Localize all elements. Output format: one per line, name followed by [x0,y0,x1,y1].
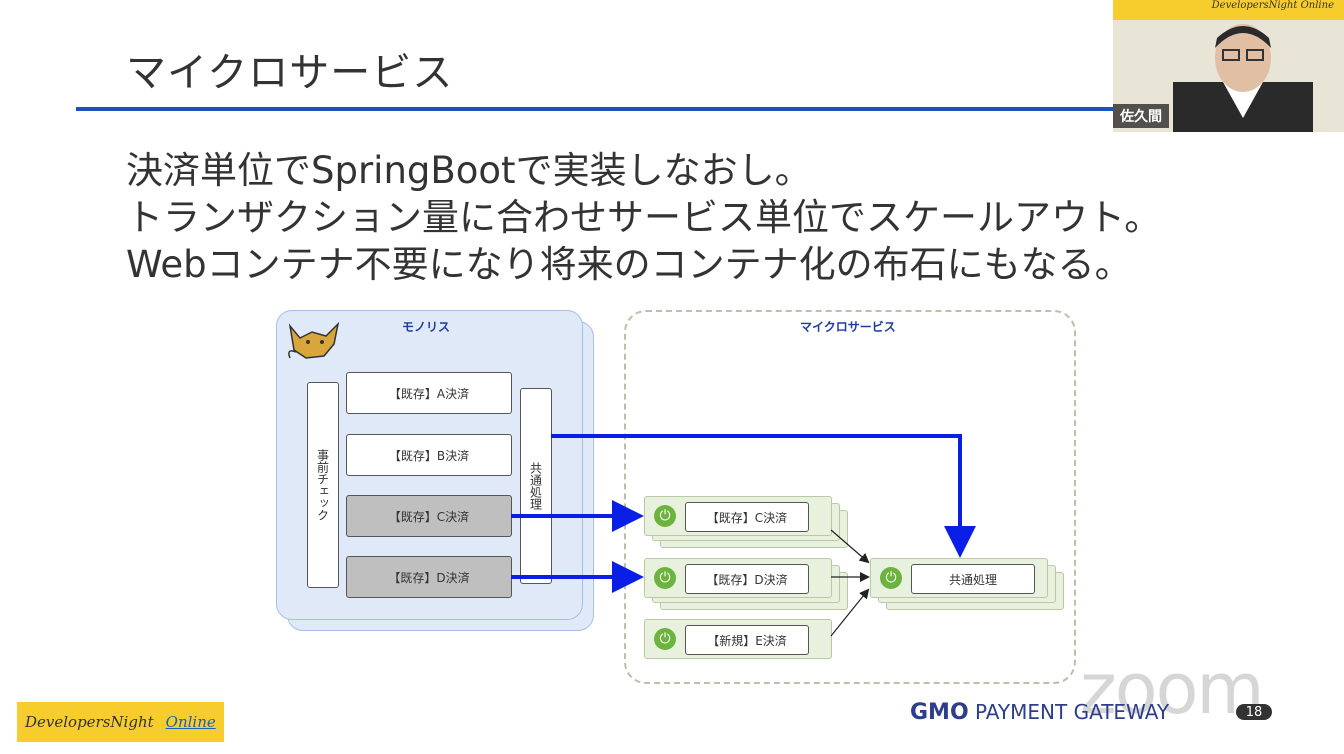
bullet-line-1: 決済単位でSpringBootで実装しなおし。 [126,149,812,192]
bullet-line-3: Webコンテナ不要になり将来のコンテナ化の布石にもなる。 [126,243,1132,286]
company-logo: GMO PAYMENT GATEWAY [910,700,1169,725]
service-c: ⏻ 【既存】C決済 [644,496,832,536]
spring-power-icon: ⏻ [654,505,676,527]
spring-power-icon: ⏻ [880,567,902,589]
video-banner: DevelopersNight Online [1113,0,1344,20]
event-online: Online [165,713,216,731]
zoom-watermark: zoom [1080,648,1265,730]
precheck-bar: 事前チェック [307,382,339,588]
payment-box-a: 【既存】A決済 [346,372,512,414]
speaker-video[interactable]: DevelopersNight Online 佐久間 [1113,0,1344,132]
speaker-avatar [1173,24,1313,132]
event-logo: DevelopersNight Online [17,702,224,742]
payment-box-d: 【既存】D決済 [346,556,512,598]
service-e-label: 【新規】E決済 [685,625,809,655]
service-c-label: 【既存】C決済 [685,502,809,532]
service-e: ⏻ 【新規】E決済 [644,619,832,659]
common-service-label: 共通処理 [911,564,1035,594]
speaker-name: 佐久間 [1113,104,1169,128]
microservices-label: マイクロサービス [800,320,896,334]
page-number: 18 [1236,704,1272,720]
title-underline [76,107,1116,111]
payment-box-b: 【既存】B決済 [346,434,512,476]
arrow-service-e-to-common [830,588,870,637]
monolith-label: モノリス [402,320,451,334]
common-service: ⏻ 共通処理 [870,558,1048,598]
tomcat-icon [288,321,340,359]
spring-power-icon: ⏻ [654,628,676,650]
service-d-label: 【既存】D決済 [685,564,809,594]
arrow-common-to-common-service [551,434,976,558]
spring-power-icon: ⏻ [654,567,676,589]
service-d: ⏻ 【既存】D決済 [644,558,832,598]
bullet-line-2: トランザクション量に合わせサービス単位でスケールアウト。 [126,196,1162,239]
event-name: DevelopersNight [25,713,154,731]
microservices-box [624,310,1076,684]
company-name: PAYMENT GATEWAY [975,700,1170,724]
arrow-service-c-to-common [830,529,870,564]
common-bar: 共通処理 [520,388,552,584]
slide-title: マイクロサービス [126,50,454,96]
company-mark: GMO [910,700,969,725]
